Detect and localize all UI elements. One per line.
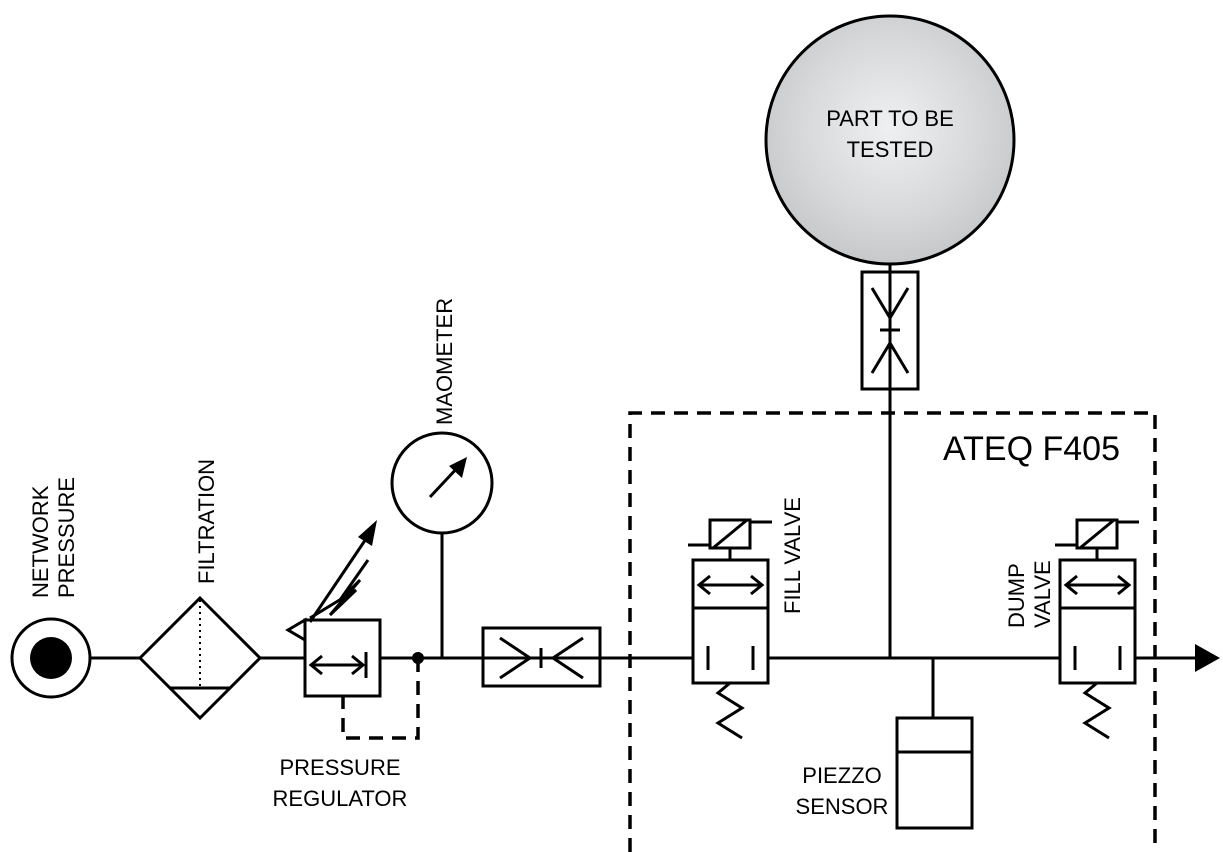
flow-restrictor-horizontal: [481, 626, 602, 688]
ateq-enclosure: [628, 411, 1157, 852]
pressure-regulator-label: PRESSURE REGULATOR: [273, 755, 408, 811]
svg-text:TESTED: TESTED: [847, 137, 934, 162]
fill-valve-symbol: [688, 518, 772, 740]
network-pressure-label: NETWORK PRESSURE: [28, 477, 79, 598]
filtration-label: FILTRATION: [194, 459, 219, 584]
svg-text:REGULATOR: REGULATOR: [273, 786, 408, 811]
dump-valve-label: DUMP VALVE: [1004, 560, 1055, 628]
part-label: PART TO BE TESTED: [826, 106, 954, 162]
svg-text:DUMP: DUMP: [1004, 563, 1029, 628]
svg-text:PART TO BE: PART TO BE: [826, 106, 954, 131]
svg-text:VALVE: VALVE: [1030, 560, 1055, 628]
ateq-model-label: ATEQ F405: [943, 430, 1120, 468]
flow-restrictor-vertical: [860, 264, 920, 658]
outlet-arrow-icon: [1195, 644, 1220, 672]
svg-text:PRESSURE: PRESSURE: [54, 477, 79, 598]
svg-text:SENSOR: SENSOR: [796, 794, 889, 819]
manometer-symbol: [390, 431, 494, 658]
svg-text:PRESSURE: PRESSURE: [279, 755, 400, 780]
pressure-regulator-symbol: [285, 520, 424, 740]
svg-text:PIEZZO: PIEZZO: [802, 763, 881, 788]
svg-text:NETWORK: NETWORK: [28, 485, 53, 598]
dump-valve-symbol: [1055, 518, 1139, 740]
fill-valve-label: FILL VALVE: [780, 497, 805, 614]
piezzo-sensor-label: PIEZZO SENSOR: [796, 763, 889, 819]
manometer-label: MAOMETER: [432, 298, 457, 425]
network-pressure-source: [10, 617, 92, 699]
filtration-symbol: [137, 595, 263, 721]
piezzo-sensor-symbol: [895, 658, 974, 830]
